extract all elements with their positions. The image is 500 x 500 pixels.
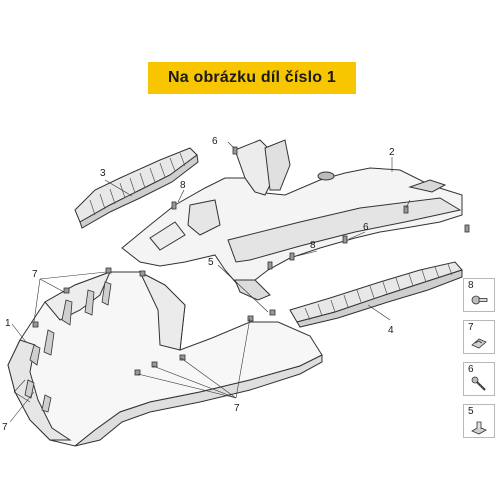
part-number-banner: Na obrázku díl číslo 1 xyxy=(148,62,356,94)
leader-lines xyxy=(9,141,411,423)
part-4-grille[interactable] xyxy=(289,261,463,328)
callout-4: 4 xyxy=(388,325,394,336)
legend-item-8: 8 xyxy=(463,278,495,312)
clip-icon xyxy=(471,421,487,435)
callout-7-lower-center: 7 xyxy=(234,403,240,414)
part-3-grille[interactable] xyxy=(74,147,199,229)
callout-8-top: 8 xyxy=(180,180,186,191)
callout-6-right: 6 xyxy=(363,222,369,233)
self-tapping-screw-icon xyxy=(471,376,486,391)
callout-8-middle: 8 xyxy=(310,240,316,251)
legend-item-5: 5 xyxy=(463,404,495,438)
clip-nut-icon xyxy=(471,338,487,349)
legend-number: 5 xyxy=(468,406,474,417)
callout-7-upper: 7 xyxy=(32,269,38,280)
callout-3: 3 xyxy=(100,168,106,179)
callout-5: 5 xyxy=(208,257,214,268)
callout-1: 1 xyxy=(5,318,11,329)
legend-item-6: 6 xyxy=(463,362,495,396)
legend-number: 6 xyxy=(468,364,474,375)
legend-item-7: 7 xyxy=(463,320,495,354)
legend-number: 8 xyxy=(468,280,474,291)
hardware-markers xyxy=(32,146,470,376)
callout-2: 2 xyxy=(389,147,395,158)
part-2-floor-panel[interactable] xyxy=(121,139,463,301)
screw-icon xyxy=(471,295,488,305)
part-1-lower-panel[interactable] xyxy=(7,270,323,447)
callout-7-lower-left: 7 xyxy=(2,422,8,433)
callout-6-top: 6 xyxy=(212,136,218,147)
legend-number: 7 xyxy=(468,322,474,333)
